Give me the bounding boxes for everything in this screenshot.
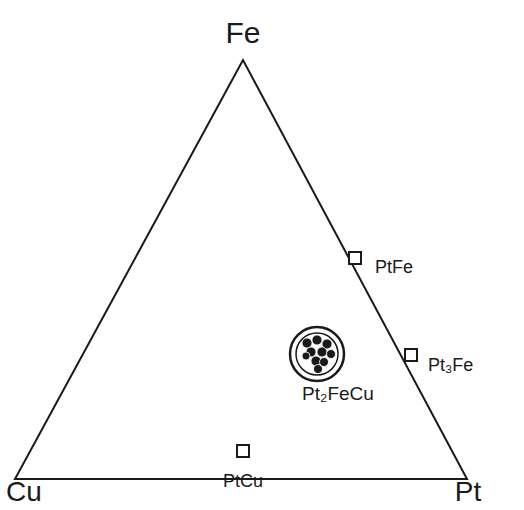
vertex-label: Fe — [225, 16, 260, 49]
compound-marker — [405, 349, 417, 361]
compound-marker — [349, 252, 361, 264]
compound-marker — [237, 445, 249, 457]
vertex-label: Cu — [6, 477, 42, 508]
cluster-icon — [290, 327, 344, 381]
compound-label: PtCu — [223, 472, 263, 492]
compound-label: PtFe — [375, 258, 413, 278]
compound-label: Pt₂FeCu — [302, 384, 374, 405]
vertex-label: Pt — [455, 477, 481, 508]
ternary-triangle — [15, 60, 467, 479]
compound-label: Pt₃Fe — [428, 356, 473, 376]
